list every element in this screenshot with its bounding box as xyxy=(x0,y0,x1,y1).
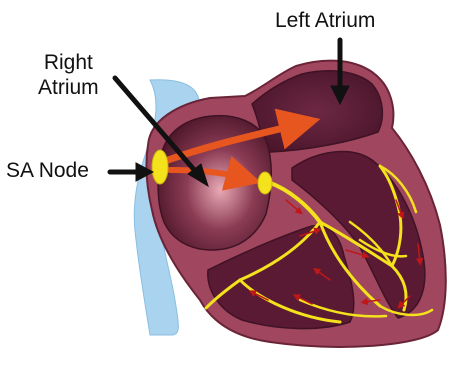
right-atrium-label: Right Atrium xyxy=(38,50,99,100)
right-atrium-label-line1: Right xyxy=(38,50,99,75)
av-node xyxy=(258,172,272,194)
sa-node-label: SA Node xyxy=(6,158,89,183)
left-atrium-label: Left Atrium xyxy=(275,8,375,33)
sa-node xyxy=(152,150,168,184)
right-atrium-label-line2: Atrium xyxy=(38,75,99,100)
